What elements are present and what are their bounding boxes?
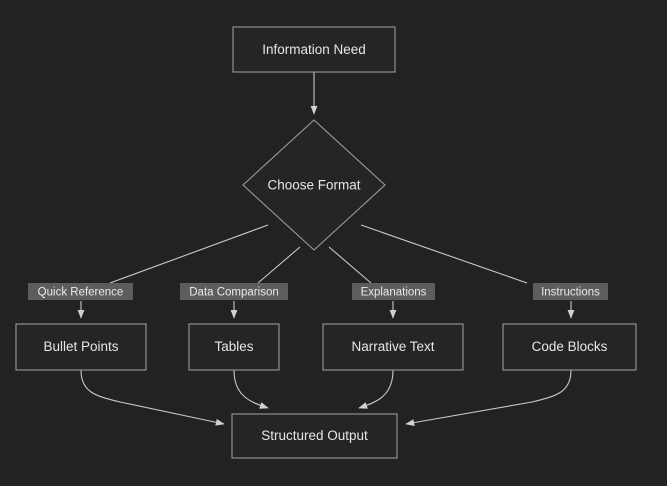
edge-bullets-to-output [80, 369, 225, 426]
node-output-label: Structured Output [261, 428, 368, 443]
edge-layer [77, 72, 575, 427]
edge-label-quick-reference: Quick Reference [28, 283, 133, 300]
edge-decision-to-bullets [109, 224, 269, 284]
node-start-label: Information Need [262, 42, 366, 57]
node-tables[interactable]: Tables [188, 323, 280, 371]
node-code[interactable]: Code Blocks [502, 323, 637, 371]
node-code-label: Code Blocks [532, 339, 608, 354]
edge-label-explanations-text: Explanations [361, 287, 427, 299]
edge-narrative-to-output [358, 369, 394, 409]
edge-label-quick-reference-text: Quick Reference [38, 287, 124, 299]
edge-label-instructions-text: Instructions [541, 287, 600, 299]
node-narrative-label: Narrative Text [351, 339, 434, 354]
edge-code-to-output [405, 369, 572, 427]
edge-tables-to-output [233, 369, 269, 409]
edge-label-instructions: Instructions [533, 283, 608, 300]
edge-decision-to-narrative [328, 246, 372, 284]
node-start[interactable]: Information Need [232, 26, 396, 73]
node-decision-label: Choose Format [267, 178, 360, 193]
edge-label-data-comparison: Data Comparison [180, 283, 288, 300]
node-decision[interactable]: Choose Format [242, 119, 386, 251]
edge-label-explanations: Explanations [352, 283, 435, 300]
edge-decision-to-code [360, 224, 528, 284]
node-tables-label: Tables [214, 339, 253, 354]
node-output[interactable]: Structured Output [231, 413, 398, 459]
node-bullets-label: Bullet Points [43, 339, 118, 354]
edge-label-data-comparison-text: Data Comparison [189, 287, 278, 299]
node-bullets[interactable]: Bullet Points [15, 323, 147, 371]
node-narrative[interactable]: Narrative Text [322, 323, 464, 371]
edge-decision-to-tables [257, 246, 301, 284]
